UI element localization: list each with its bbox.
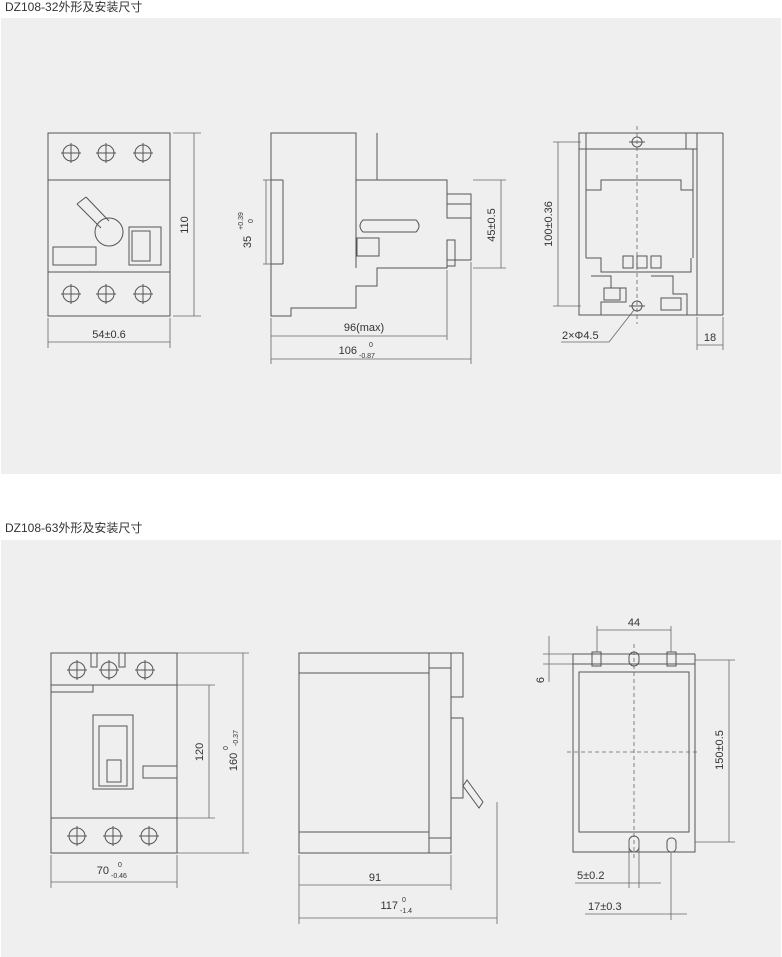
operating-knob bbox=[76, 196, 124, 247]
dim-side-total: 106 bbox=[339, 345, 357, 357]
dim-side-small-upper-tol: +0.39 bbox=[238, 212, 245, 230]
terminal-screw-icons-bottom-63 bbox=[67, 826, 159, 846]
dim-slot-width-63: 5±0.2 bbox=[577, 870, 604, 882]
dimension-drawing-dz108-32: 110 54±0.6 35 +0.39 0 45±0.5 96(max) bbox=[47, 126, 724, 364]
dim-front-height-63-lower-tol: -0.37 bbox=[233, 730, 240, 746]
dim-side-total-63-upper-tol: 0 bbox=[402, 897, 406, 904]
dim-side-total-63-lower-tol: -1.4 bbox=[400, 908, 412, 915]
dim-side-small: 35 bbox=[242, 236, 254, 248]
dim-mount-height: 100±0.36 bbox=[543, 201, 555, 247]
dim-front-inner-63: 120 bbox=[194, 743, 206, 761]
dim-mount-height-63: 150±0.5 bbox=[714, 730, 726, 770]
mounting-hole-icons bbox=[629, 136, 645, 312]
dim-side-small-lower-tol: 0 bbox=[248, 219, 255, 223]
dim-side-depth-63: 91 bbox=[369, 872, 381, 884]
dim-front-height-63: 160 bbox=[228, 753, 240, 771]
terminal-screw-icons-top bbox=[61, 143, 153, 163]
drawing-panel-dz108-63: 120 160 0 -0.37 70 0 -0.46 91 117 bbox=[1, 540, 781, 957]
side-view: 35 +0.39 0 45±0.5 96(max) 106 0 -0.87 bbox=[238, 132, 506, 364]
dim-mount-width-63: 44 bbox=[628, 617, 640, 629]
dim-front-width-63-lower-tol: -0.46 bbox=[111, 873, 127, 880]
section-title-dz108-32: DZ108-32外形及安装尺寸 bbox=[5, 0, 143, 14]
dim-mount-hole: 2×Φ4.5 bbox=[562, 330, 599, 342]
dim-side-depth-max: 96(max) bbox=[344, 322, 384, 334]
terminal-screw-icons-bottom bbox=[61, 284, 153, 304]
dim-front-height-63-upper-tol: 0 bbox=[223, 746, 230, 750]
dim-mount-rail: 18 bbox=[704, 332, 716, 344]
mounting-view: 100±0.36 2×Φ4.5 18 bbox=[543, 126, 724, 350]
terminal-screw-icons-top-63 bbox=[67, 660, 155, 680]
mounting-view-63: 44 6 150±0.5 5±0.2 17±0.3 bbox=[535, 617, 735, 920]
dim-mount-offset-63: 6 bbox=[535, 677, 547, 683]
dim-side-mount: 45±0.5 bbox=[486, 208, 498, 242]
dim-side-total-lower-tol: -0.87 bbox=[359, 353, 375, 360]
dimension-drawing-dz108-63: 120 160 0 -0.37 70 0 -0.46 91 117 bbox=[50, 617, 735, 924]
section-title-dz108-63: DZ108-63外形及安装尺寸 bbox=[5, 521, 143, 535]
side-view-63: 91 117 0 -1.4 bbox=[298, 652, 498, 924]
dim-front-width: 54±0.6 bbox=[92, 329, 126, 341]
front-view-63: 120 160 0 -0.37 70 0 -0.46 bbox=[50, 652, 249, 888]
dim-side-total-upper-tol: 0 bbox=[369, 342, 373, 349]
dim-front-height: 110 bbox=[179, 216, 191, 234]
dim-front-width-63: 70 bbox=[97, 865, 109, 877]
drawing-panel-dz108-32: 110 54±0.6 35 +0.39 0 45±0.5 96(max) bbox=[1, 18, 781, 474]
dim-slot-spacing-63: 17±0.3 bbox=[588, 901, 622, 913]
front-view: 110 54±0.6 bbox=[47, 132, 201, 348]
dim-side-total-63: 117 bbox=[380, 900, 398, 912]
dim-front-width-63-upper-tol: 0 bbox=[118, 862, 122, 869]
